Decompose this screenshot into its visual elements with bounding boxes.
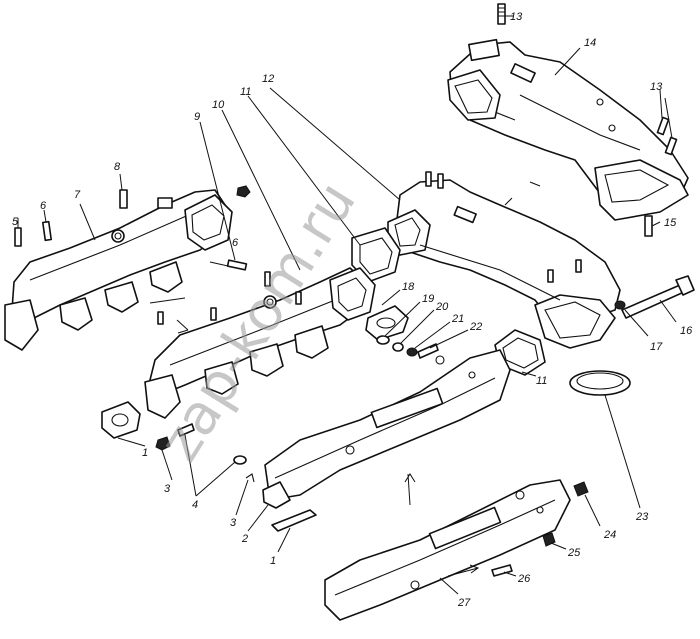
stud-15	[644, 215, 653, 237]
washer-19	[376, 335, 390, 345]
callout-18: 18	[402, 281, 415, 293]
callout-3-right: 3	[230, 517, 237, 529]
leader-lines	[17, 15, 677, 595]
manifold-27	[324, 479, 571, 621]
callout-19: 19	[422, 293, 434, 305]
callout-1-bottom: 1	[270, 555, 276, 567]
washer-3-right	[233, 455, 247, 465]
gasket-18	[365, 305, 409, 341]
nut-upper	[236, 185, 251, 198]
callout-27: 27	[457, 597, 471, 609]
stud-26	[491, 564, 513, 577]
callout-14: 14	[584, 37, 596, 49]
manifold-14	[447, 38, 689, 221]
studs-13-right	[656, 116, 678, 156]
callout-22: 22	[469, 321, 482, 333]
bolt-22	[417, 343, 439, 359]
callout-3-left: 3	[164, 483, 171, 495]
callout-7: 7	[74, 189, 81, 201]
washer-20	[392, 342, 404, 352]
callout-13-top: 13	[510, 11, 523, 23]
callout-13-right: 13	[650, 81, 663, 93]
nut-21	[406, 347, 418, 357]
callout-12: 12	[262, 73, 274, 85]
callout-4: 4	[192, 499, 198, 511]
callout-8: 8	[114, 161, 121, 173]
manifold-7	[4, 189, 233, 351]
callout-10: 10	[212, 99, 225, 111]
callout-11-right: 11	[536, 375, 547, 387]
callout-20: 20	[435, 301, 449, 313]
stud-6-left	[41, 220, 53, 242]
bolt-16	[621, 275, 695, 319]
gasket-11-upper	[351, 227, 401, 283]
assembly-arrows	[149, 181, 541, 577]
stud-8	[119, 189, 128, 209]
callout-25: 25	[567, 547, 581, 559]
manifold-2	[262, 349, 511, 509]
clip-3	[245, 473, 255, 483]
stud-5	[14, 227, 22, 247]
washer-17	[614, 300, 626, 310]
gasket-1-lower	[271, 509, 317, 532]
callout-16: 16	[680, 325, 693, 337]
callout-6-right: 6	[232, 237, 239, 249]
gasket-23	[569, 370, 631, 396]
callout-23: 23	[635, 511, 649, 523]
callout-1-left: 1	[142, 447, 148, 459]
gasket-1-upper	[101, 401, 141, 439]
callout-9: 9	[194, 111, 200, 123]
manifold-10	[144, 267, 376, 419]
callout-11-top: 11	[240, 86, 251, 98]
nut-25	[542, 532, 556, 547]
callout-labels: 5 6 7 8 9 10 11 12 13 14 13 15 6 16 17 1…	[12, 11, 693, 609]
manifold-12	[387, 171, 621, 349]
nut-3-left	[155, 436, 171, 451]
callout-21: 21	[451, 313, 464, 325]
callout-15: 15	[664, 217, 677, 229]
callout-5: 5	[12, 216, 19, 228]
callout-26: 26	[517, 573, 531, 585]
bolt-4	[177, 423, 195, 437]
stud-6-right	[226, 259, 248, 271]
callout-2: 2	[241, 533, 248, 545]
callout-6-left: 6	[40, 200, 47, 212]
plug-24	[573, 481, 589, 497]
callout-17: 17	[650, 341, 663, 353]
callout-24: 24	[603, 529, 616, 541]
stud-13-top	[497, 3, 506, 25]
